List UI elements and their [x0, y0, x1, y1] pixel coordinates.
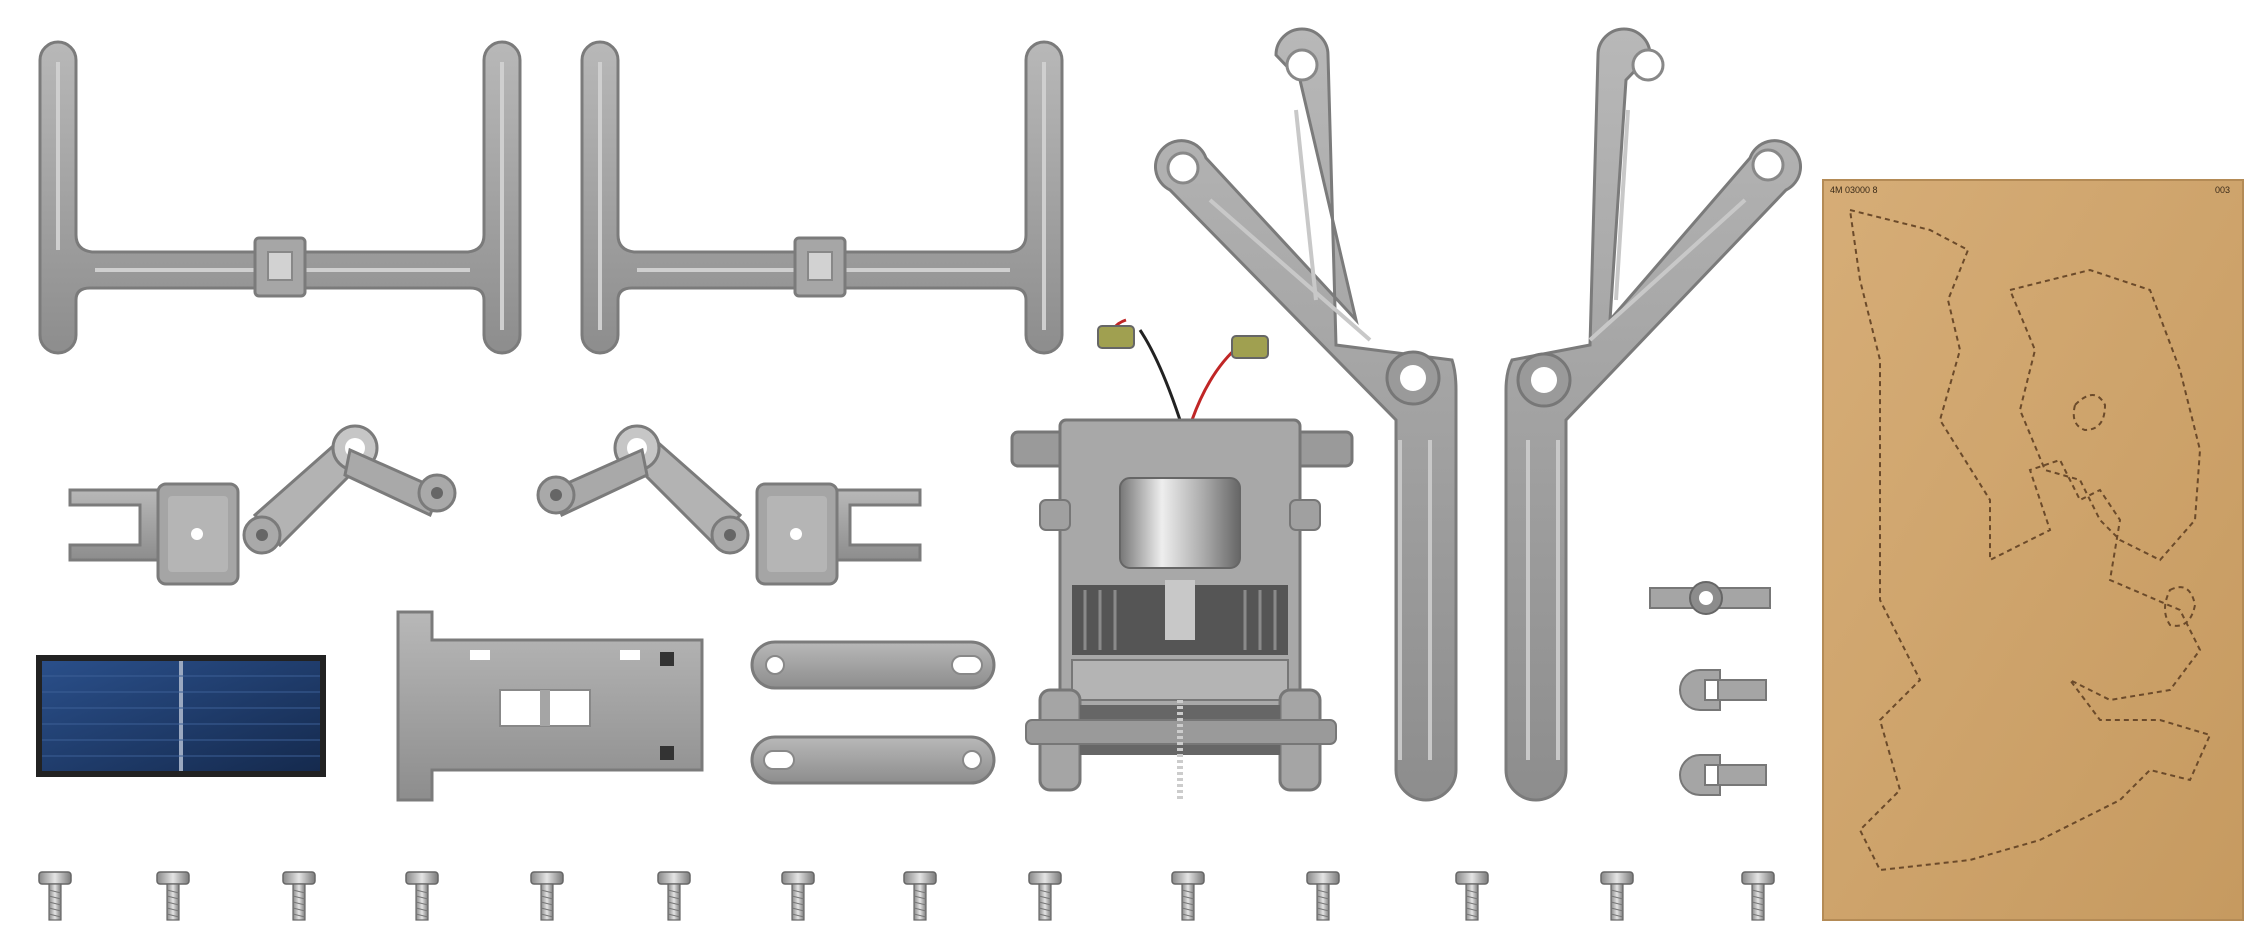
- screw-2: [156, 871, 190, 921]
- screw-1: [38, 871, 72, 921]
- screw-10: [1171, 871, 1205, 921]
- screw-13: [1600, 871, 1634, 921]
- screw-row: [38, 871, 1775, 921]
- screw-9: [1028, 871, 1062, 921]
- screw-14: [1741, 871, 1775, 921]
- screw-3: [282, 871, 316, 921]
- board-code: 4M 03000 8: [1830, 185, 1878, 195]
- screw-6: [657, 871, 691, 921]
- gearbox-motor-unit: [1010, 318, 1354, 800]
- small-clip-part-2: [1679, 669, 1767, 711]
- cardboard-sheet: 4M 03000 8 003: [1822, 179, 2244, 921]
- h-frame-part-left: [38, 40, 522, 355]
- dino-nostril-cut-line: [2164, 586, 2197, 627]
- screw-7: [781, 871, 815, 921]
- link-bar-part-top: [750, 640, 996, 690]
- crank-arm-part-right: [536, 424, 922, 586]
- small-clip-part-1: [1649, 581, 1771, 615]
- board-corner-mark: 003: [2215, 185, 2230, 195]
- y-leg-part-right: [1504, 27, 1802, 802]
- crank-arm-part-left: [68, 424, 457, 586]
- y-leg-part-left: [1154, 27, 1458, 802]
- base-plate-part: [396, 610, 704, 802]
- h-frame-part-right: [580, 40, 1064, 355]
- screw-11: [1306, 871, 1340, 921]
- screw-8: [903, 871, 937, 921]
- dino-eye-cut-line: [2072, 394, 2107, 432]
- screw-4: [405, 871, 439, 921]
- link-bar-part-bottom: [750, 735, 996, 785]
- dino-jaw-cut-line: [2008, 268, 2202, 562]
- screw-5: [530, 871, 564, 921]
- solar-panel: [36, 655, 326, 777]
- small-clip-part-3: [1679, 754, 1767, 796]
- screw-12: [1455, 871, 1489, 921]
- dino-skull-cut-line: [1848, 208, 2212, 872]
